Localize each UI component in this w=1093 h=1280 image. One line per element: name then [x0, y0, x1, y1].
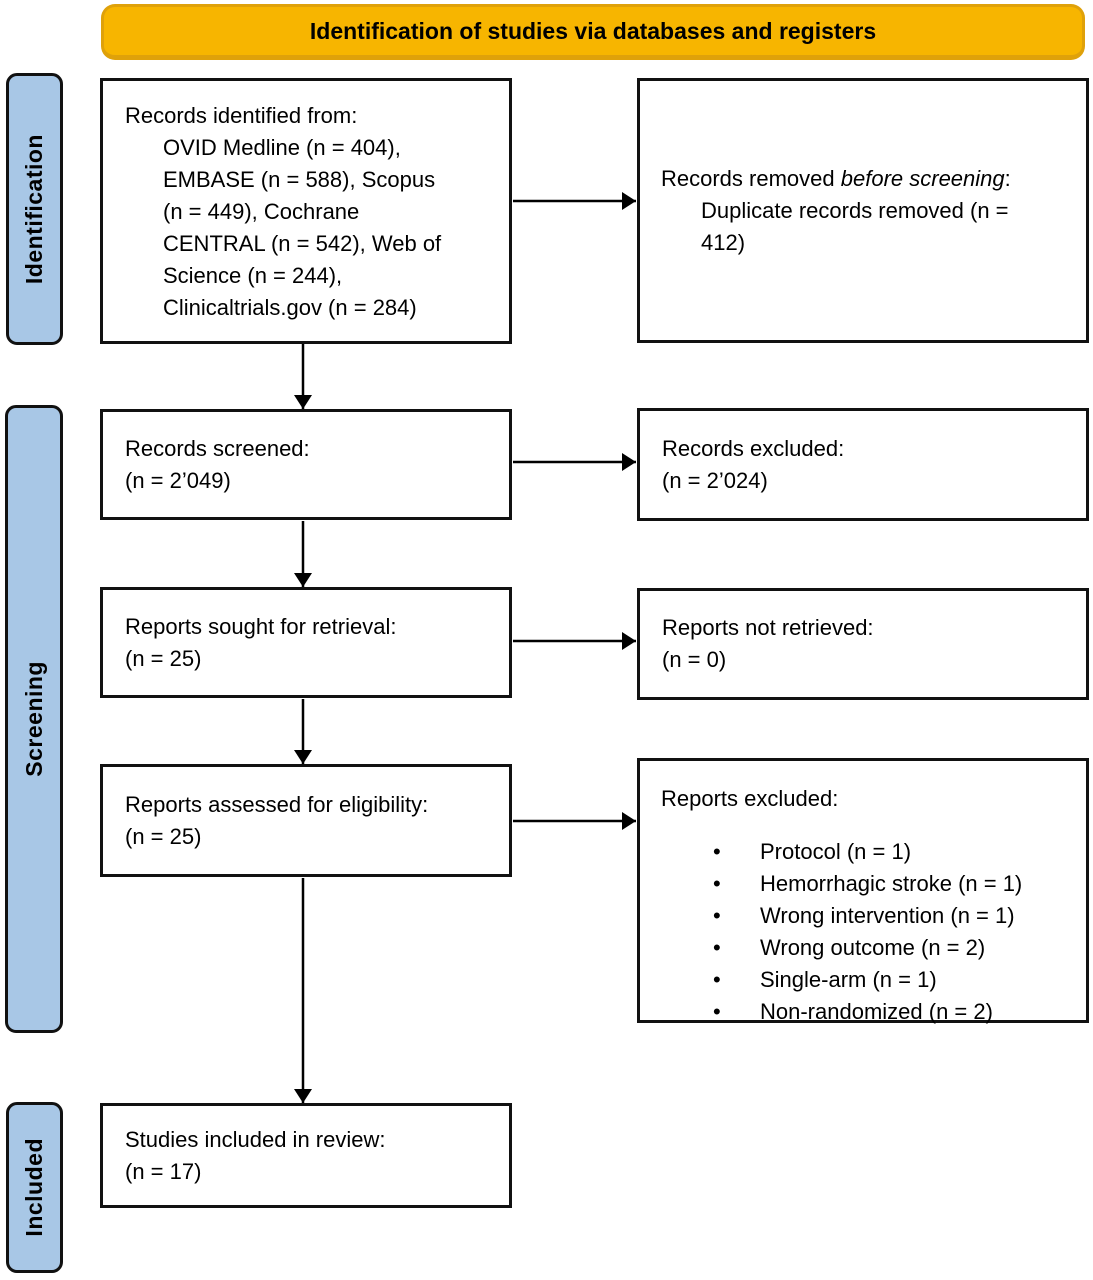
box-records-removed: Records removed before screening: Duplic…: [637, 78, 1089, 343]
removed-detail-line: Duplicate records removed (n =: [701, 197, 1009, 223]
source-line: Science (n = 244),: [163, 263, 343, 288]
records-removed-title-suffix: :: [1004, 165, 1011, 191]
records-removed-title-italic: before screening: [840, 165, 1005, 191]
exclusion-reason-item: • Non-randomized (n = 2): [713, 996, 1076, 1028]
exclusion-reason-text: Single-arm (n = 1): [760, 967, 937, 992]
exclusion-reason-text: Wrong intervention (n = 1): [760, 903, 1015, 928]
exclusion-reason-text: Protocol (n = 1): [760, 839, 912, 864]
records-removed-detail: Duplicate records removed (n = 412): [661, 195, 1072, 259]
reports-sought-label: Reports sought for retrieval:: [125, 613, 397, 639]
records-excluded-label: Records excluded:: [662, 435, 845, 461]
source-line: OVID Medline (n = 404),: [163, 135, 401, 160]
bullet-icon: •: [713, 999, 721, 1024]
exclusion-reason-item: • Protocol (n = 1): [713, 836, 1076, 868]
studies-included-count: (n = 17): [125, 1158, 202, 1184]
exclusion-reason-text: Wrong outcome (n = 2): [760, 935, 986, 960]
box-reports-excluded: Reports excluded: • Protocol (n = 1) • H…: [637, 758, 1089, 1024]
records-identified-sources: OVID Medline (n = 404), EMBASE (n = 588),…: [125, 132, 495, 324]
reports-assessed-count: (n = 25): [125, 823, 202, 849]
exclusion-reason-item: • Wrong outcome (n = 2): [713, 932, 1076, 964]
exclusion-reason-item: • Single-arm (n = 1): [713, 964, 1076, 996]
records-screened-count: (n = 2’049): [125, 467, 231, 493]
source-line: (n = 449), Cochrane: [163, 199, 360, 224]
stage-label-included: Included: [6, 1102, 63, 1273]
bullet-icon: •: [713, 935, 721, 960]
stage-label-screening-text: Screening: [20, 661, 47, 777]
bullet-icon: •: [713, 903, 721, 928]
stage-label-screening: Screening: [5, 405, 63, 1033]
source-line: CENTRAL (n = 542), Web of: [163, 231, 442, 256]
exclusion-reasons-list: • Protocol (n = 1) • Hemorrhagic stroke …: [661, 836, 1076, 1028]
box-records-screened: Records screened: (n = 2’049): [100, 409, 512, 520]
reports-sought-count: (n = 25): [125, 645, 202, 671]
box-records-excluded: Records excluded: (n = 2’024): [637, 408, 1089, 521]
reports-excluded-title: Reports excluded:: [661, 786, 839, 811]
box-reports-assessed: Reports assessed for eligibility: (n = 2…: [100, 764, 512, 877]
source-line: EMBASE (n = 588), Scopus: [163, 167, 436, 192]
stage-label-identification: Identification: [6, 73, 63, 345]
exclusion-reason-text: Non-randomized (n = 2): [760, 999, 993, 1024]
box-studies-included: Studies included in review: (n = 17): [100, 1103, 512, 1208]
bullet-icon: •: [713, 871, 721, 896]
reports-not-retrieved-count: (n = 0): [662, 647, 727, 672]
bullet-icon: •: [713, 839, 721, 864]
records-excluded-count: (n = 2’024): [662, 467, 768, 493]
stage-label-identification-text: Identification: [21, 133, 47, 285]
bullet-icon: •: [713, 967, 721, 992]
exclusion-reason-text: Hemorrhagic stroke (n = 1): [760, 871, 1023, 896]
box-reports-not-retrieved: Reports not retrieved: (n = 0): [637, 588, 1089, 700]
box-reports-sought: Reports sought for retrieval: (n = 25): [100, 587, 512, 698]
studies-included-label: Studies included in review:: [125, 1126, 386, 1152]
banner-title: Identification of studies via databases …: [309, 17, 877, 44]
records-removed-title: Records removed before screening:: [661, 163, 1072, 195]
records-screened-label: Records screened:: [125, 435, 310, 461]
records-removed-title-prefix: Records removed: [661, 165, 841, 191]
exclusion-reason-item: • Wrong intervention (n = 1): [713, 900, 1076, 932]
reports-not-retrieved-label: Reports not retrieved:: [662, 615, 874, 640]
source-line: Clinicaltrials.gov (n = 284): [163, 295, 417, 320]
exclusion-reason-item: • Hemorrhagic stroke (n = 1): [713, 868, 1076, 900]
removed-detail-line: 412): [701, 229, 746, 255]
box-records-identified: Records identified from: OVID Medline (n…: [100, 78, 512, 344]
records-identified-title: Records identified from:: [125, 103, 358, 128]
stage-label-included-text: Included: [21, 1138, 47, 1237]
banner: Identification of studies via databases …: [101, 4, 1085, 60]
reports-assessed-label: Reports assessed for eligibility:: [125, 791, 429, 817]
